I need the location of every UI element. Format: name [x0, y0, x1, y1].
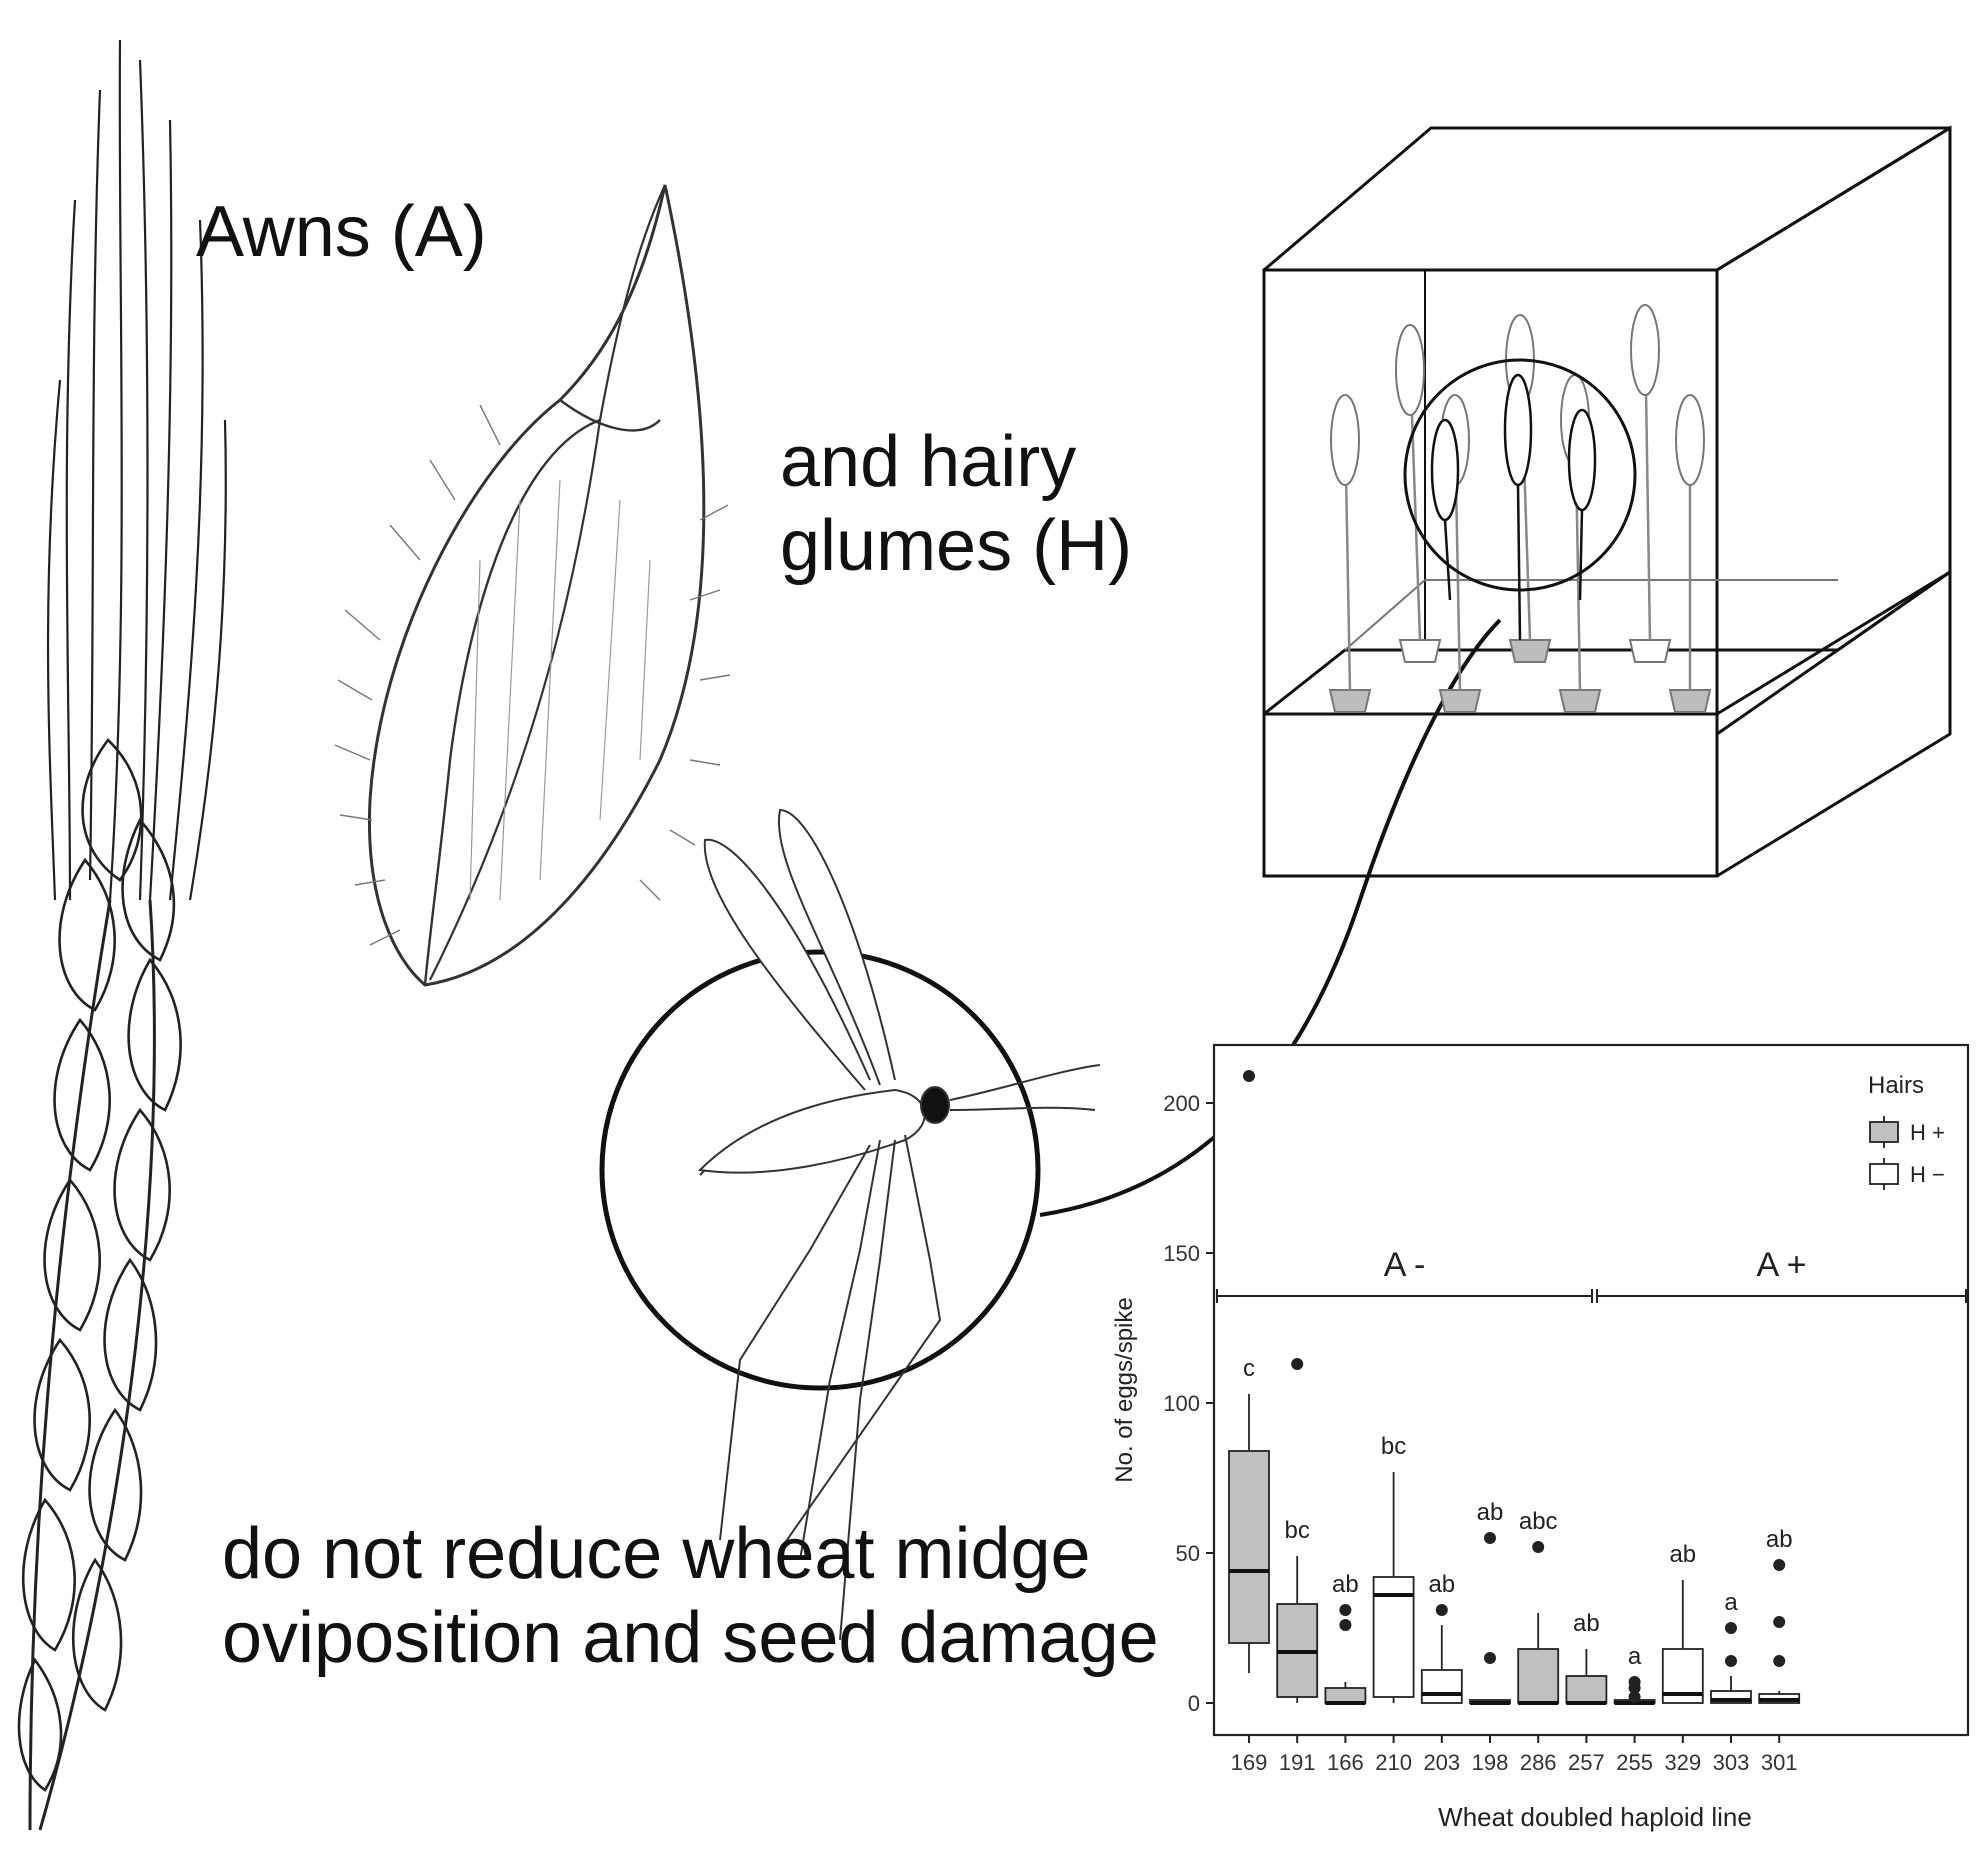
- outlier-point: [1773, 1655, 1786, 1667]
- legend-entry-label: H −: [1910, 1162, 1945, 1187]
- outlier-point: [1291, 1358, 1304, 1370]
- x-tick-label: 329: [1664, 1750, 1701, 1775]
- legend: Hairs H + H −: [1868, 1072, 1945, 1190]
- significance-letter: ab: [1428, 1571, 1455, 1598]
- significance-letter: a: [1628, 1643, 1642, 1670]
- y-tick-label: 200: [1163, 1091, 1200, 1116]
- y-tick-label: 0: [1188, 1691, 1200, 1716]
- outlier-point: [1243, 1070, 1255, 1082]
- headline-awns: Awns (A): [196, 192, 487, 272]
- outlier-point: [1725, 1655, 1737, 1667]
- awn-groups: A - A +: [1216, 1246, 1967, 1303]
- x-tick-label: 191: [1279, 1750, 1316, 1775]
- box-iqr: [1565, 1675, 1608, 1704]
- y-tick-label: 50: [1176, 1541, 1200, 1566]
- outlier-point: [1628, 1691, 1641, 1703]
- headline-hairy-line-2: glumes (H): [780, 506, 1133, 586]
- significance-letter: ab: [1332, 1571, 1359, 1598]
- x-tick-label: 286: [1520, 1750, 1557, 1775]
- box-iqr: [1420, 1669, 1463, 1704]
- outlier-point: [1773, 1616, 1786, 1628]
- group-label: A +: [1756, 1246, 1806, 1284]
- box-iqr: [1517, 1648, 1560, 1704]
- significance-letter: ab: [1766, 1526, 1793, 1553]
- legend-key-box: [1869, 1163, 1899, 1185]
- y-axis: 0 50 100 150 200: [1163, 1091, 1214, 1716]
- x-tick-label: 166: [1327, 1750, 1364, 1775]
- significance-letter: bc: [1285, 1517, 1310, 1544]
- legend-key-box: [1869, 1121, 1899, 1143]
- y-tick-label: 100: [1163, 1391, 1200, 1416]
- x-tick-label: 169: [1231, 1750, 1268, 1775]
- wheat-spike-drawing: [17, 39, 227, 1831]
- significance-letter: bc: [1381, 1433, 1406, 1460]
- outlier-point: [1484, 1652, 1496, 1664]
- x-tick-label: 255: [1616, 1750, 1653, 1775]
- outlier-point: [1339, 1619, 1352, 1631]
- hairy-glume-drawing: [334, 184, 731, 987]
- x-tick-label: 203: [1423, 1750, 1460, 1775]
- outlier-point: [1773, 1559, 1786, 1571]
- headline-conclusion-line-1: do not reduce wheat midge: [222, 1514, 1091, 1594]
- outlier-point: [1628, 1676, 1641, 1688]
- headline-hairy-line-1: and hairy: [780, 422, 1077, 502]
- cage-with-potted-wheat: [1262, 125, 1952, 878]
- significance-letter: a: [1724, 1589, 1738, 1616]
- legend-entry-label: H +: [1910, 1120, 1945, 1145]
- x-axis-label: Wheat doubled haploid line: [1438, 1802, 1752, 1832]
- box-iqr: [1228, 1450, 1270, 1644]
- x-tick-label: 257: [1568, 1750, 1605, 1775]
- connector-line: [1039, 618, 1502, 1217]
- x-tick-label: 210: [1375, 1750, 1412, 1775]
- outlier-point: [1435, 1604, 1448, 1616]
- significance-letter: c: [1243, 1355, 1255, 1382]
- plot-panel: [1212, 1043, 1970, 1737]
- box-iqr: [1324, 1687, 1367, 1704]
- headline-hairy-glumes: and hairy glumes (H): [780, 420, 1132, 588]
- significance-letter: ab: [1477, 1499, 1504, 1526]
- significance-letter: abc: [1519, 1508, 1558, 1535]
- outlier-point: [1532, 1541, 1545, 1553]
- y-tick-label: 150: [1163, 1241, 1200, 1266]
- headline-conclusion: do not reduce wheat midge oviposition an…: [222, 1512, 1159, 1680]
- wheat-midge-drawing: [599, 808, 1101, 1641]
- legend-title: Hairs: [1868, 1072, 1924, 1099]
- y-axis-label: No. of eggs/spike: [1111, 1297, 1138, 1482]
- significance-letter: ab: [1669, 1541, 1696, 1568]
- outlier-point: [1725, 1622, 1737, 1634]
- group-label: A -: [1384, 1246, 1426, 1284]
- headline-conclusion-line-2: oviposition and seed damage: [222, 1598, 1159, 1678]
- x-tick-label: 301: [1761, 1750, 1798, 1775]
- significance-letter: ab: [1573, 1610, 1600, 1637]
- outlier-point: [1484, 1532, 1496, 1544]
- outlier-point: [1339, 1604, 1352, 1616]
- x-tick-label: 303: [1713, 1750, 1750, 1775]
- x-axis: 169 191 166 210 203 198 286 257 255 329 303 301: [1231, 1735, 1798, 1775]
- x-tick-label: 198: [1472, 1750, 1509, 1775]
